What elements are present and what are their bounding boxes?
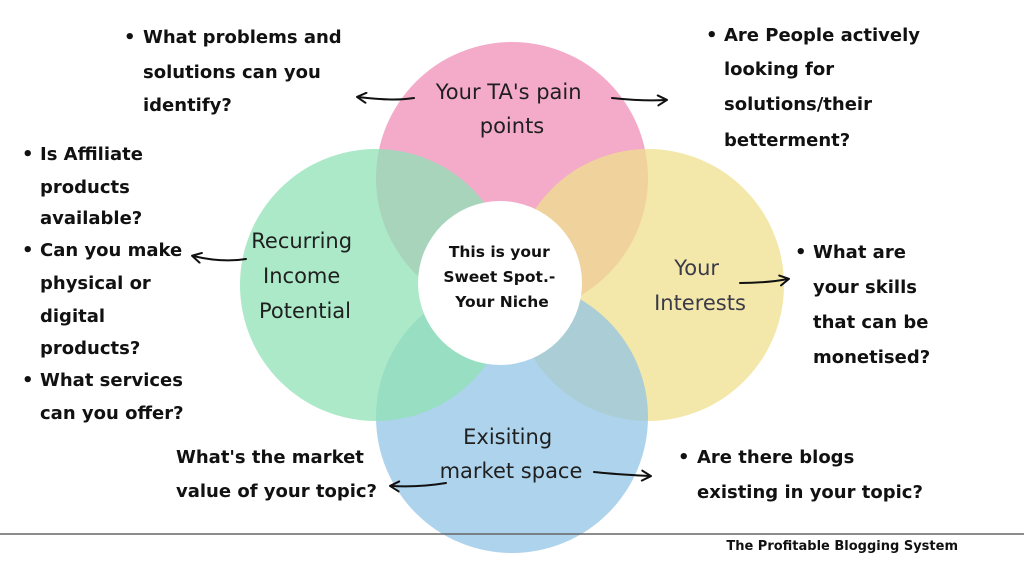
sweet-spot-label: This is your Sweet Spot.- Your Niche bbox=[443, 243, 560, 311]
arrow-left bbox=[191, 251, 247, 264]
bullet: • bbox=[124, 27, 136, 48]
arrow-bottom-right bbox=[593, 469, 652, 482]
svg-text:Is Affiliate products: Is Affiliate products available? bbox=[40, 144, 149, 229]
note-bottom-right: • Are there blogs existing in your topic… bbox=[678, 447, 923, 503]
svg-text:•: • bbox=[22, 144, 34, 165]
svg-text:What services can you of: What services can you offer? bbox=[40, 370, 189, 424]
label-pain-points: Your TA's pain points bbox=[435, 80, 589, 138]
svg-text:•: • bbox=[678, 447, 690, 468]
sweet-spot-circle bbox=[418, 201, 582, 365]
label-market-space: Exisiting market space bbox=[440, 425, 583, 483]
arrow-top-right bbox=[611, 94, 668, 107]
svg-text:What's the market value: What's the market value of your topic? bbox=[176, 447, 377, 502]
arrow-top-left bbox=[356, 91, 415, 104]
note-bottom-left: What's the market value of your topic? bbox=[176, 447, 377, 502]
note-left: • Is Affiliate products available? • Can… bbox=[22, 144, 189, 424]
note-top-left: • What problems and solutions can you id… bbox=[124, 27, 348, 116]
arrow-bottom-left bbox=[389, 480, 447, 493]
note-top-right: • Are People actively looking for soluti… bbox=[706, 25, 926, 151]
bullet: • bbox=[706, 25, 718, 46]
svg-text:Are there blogs existing: Are there blogs existing in your topic? bbox=[697, 447, 923, 503]
circle-income-potential bbox=[240, 149, 512, 421]
svg-text:What are your skills: What are your skills that can be monetis… bbox=[813, 242, 935, 368]
svg-text:•: • bbox=[22, 240, 34, 261]
svg-text:Can you make physical or: Can you make physical or digital product… bbox=[40, 240, 189, 359]
label-income-potential: Recurring Income Potential bbox=[251, 229, 358, 323]
footer-brand: The Profitable Blogging System bbox=[726, 539, 958, 554]
svg-text:•: • bbox=[22, 370, 34, 391]
svg-text:Are People actively look: Are People actively looking for solution… bbox=[724, 25, 926, 151]
svg-text:•: • bbox=[795, 242, 807, 263]
label-interests: Your Interests bbox=[654, 256, 746, 315]
note-right: • What are your skills that can be monet… bbox=[795, 242, 935, 368]
svg-text:What problems and soluti: What problems and solutions can you iden… bbox=[143, 27, 348, 116]
arrow-right bbox=[739, 274, 790, 287]
arrows bbox=[191, 91, 790, 493]
